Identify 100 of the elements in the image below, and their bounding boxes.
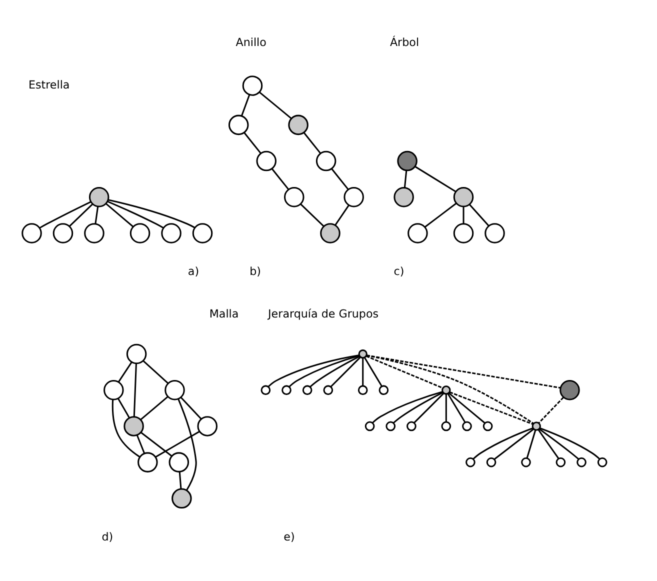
node-circle: [323, 385, 334, 396]
node-circle: [358, 349, 368, 359]
node-circle: [52, 223, 74, 244]
node-circle: [482, 421, 493, 432]
node-circle: [260, 385, 271, 396]
connector: [462, 206, 464, 224]
node-circle: [397, 150, 418, 172]
connector: [140, 432, 172, 457]
connector: [178, 398, 197, 491]
connector: [366, 355, 444, 389]
node-circle: [442, 386, 451, 395]
connector: [117, 398, 130, 418]
connector: [372, 391, 443, 424]
connector: [155, 430, 200, 458]
connector: [303, 132, 322, 154]
label: d): [102, 530, 114, 544]
node-circle: [408, 223, 428, 244]
connector: [142, 360, 168, 384]
node-circle: [84, 223, 104, 244]
node-circle: [597, 457, 608, 468]
label: Árbol: [390, 36, 420, 50]
node-circle: [386, 421, 396, 432]
connector: [538, 428, 580, 460]
connector: [136, 434, 146, 454]
connector: [445, 394, 447, 422]
node-circle: [484, 223, 505, 244]
node-circle: [242, 76, 263, 96]
connector: [392, 392, 444, 424]
connector: [472, 427, 534, 460]
node-circle: [532, 422, 541, 431]
node-circle: [441, 421, 452, 432]
node-circle: [126, 344, 147, 364]
connector: [364, 357, 382, 387]
node-circle: [556, 457, 566, 468]
node-circle: [302, 385, 312, 396]
node-circle: [22, 223, 42, 244]
connector: [424, 202, 457, 228]
connector: [468, 204, 490, 226]
connector: [414, 166, 456, 192]
node-circle: [320, 223, 340, 244]
node-circle: [453, 223, 474, 244]
connector: [107, 200, 164, 228]
connector: [331, 168, 349, 190]
node-circle: [168, 452, 190, 472]
connector: [258, 92, 292, 120]
connector: [244, 132, 262, 154]
connector: [180, 396, 202, 420]
label: c): [394, 265, 404, 278]
label: Anillo: [236, 36, 266, 50]
connector: [118, 362, 132, 382]
connector: [414, 392, 444, 424]
node-circle: [560, 380, 580, 400]
label: Estrella: [28, 78, 70, 92]
connector: [447, 393, 466, 423]
node-circle: [364, 421, 375, 432]
node-circle: [104, 380, 124, 400]
node-circle: [164, 380, 185, 400]
connector: [240, 94, 250, 116]
label: Jerarquía de Grupos: [268, 307, 379, 320]
connector: [39, 201, 92, 229]
connector: [140, 396, 168, 420]
label: e): [284, 530, 295, 544]
connector: [494, 428, 534, 460]
node-circle: [288, 114, 308, 136]
node-circle: [138, 452, 158, 472]
node-circle: [172, 488, 192, 509]
connector: [334, 204, 350, 226]
node-circle: [256, 150, 276, 172]
connector: [404, 170, 408, 188]
node-circle: [466, 457, 476, 468]
node-circle: [88, 187, 110, 208]
connector: [540, 427, 600, 460]
connector: [271, 168, 290, 190]
connector: [538, 396, 564, 424]
node-circle: [197, 416, 218, 436]
connector: [330, 356, 361, 388]
node-circle: [394, 187, 414, 208]
connector: [178, 472, 182, 489]
node-circle: [316, 150, 336, 172]
connector: [449, 391, 534, 425]
connector: [448, 392, 486, 424]
connector: [94, 206, 99, 224]
label: a): [188, 265, 200, 278]
connector: [366, 354, 561, 389]
node-circle: [576, 457, 586, 468]
connector: [538, 429, 560, 460]
node-circle: [124, 416, 144, 436]
connector: [288, 354, 360, 388]
connector: [300, 204, 324, 227]
node-circle: [462, 421, 472, 432]
node-circle: [358, 385, 368, 396]
connector: [526, 430, 536, 458]
node-circle: [282, 385, 292, 396]
connector: [108, 199, 195, 228]
connector: [133, 363, 137, 417]
label: b): [250, 265, 261, 278]
node-circle: [130, 223, 150, 244]
node-circle: [161, 223, 182, 244]
node-circle: [228, 114, 249, 136]
connector: [362, 358, 364, 386]
